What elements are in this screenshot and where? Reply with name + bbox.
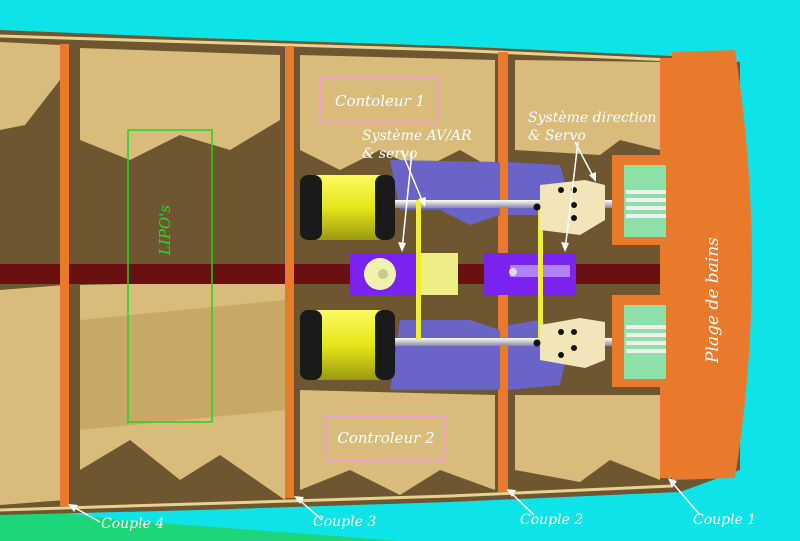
- motor-top: [300, 175, 395, 240]
- jet-nozzle-bottom: [612, 295, 670, 387]
- label-system-direction-2: & Servo: [528, 128, 586, 144]
- swim-platform: [672, 50, 752, 480]
- rudder-bolts: [533, 187, 577, 358]
- hull-rim-bottom: [0, 484, 673, 512]
- label-plage-de-bains: Plage de bains: [703, 237, 723, 364]
- arrow-heads: [68, 172, 677, 512]
- water-edge: [0, 505, 400, 541]
- motor-bottom: [300, 310, 395, 380]
- label-couple-3: Couple 3: [313, 514, 376, 530]
- label-system-avar-2: & servo: [362, 146, 417, 162]
- label-couple-4: Couple 4: [101, 516, 164, 532]
- label-controller-1: Contoleur 1: [335, 92, 425, 110]
- frame-couple-4: [60, 44, 69, 506]
- drive-housing-bottom: [390, 320, 500, 390]
- frame-couple-1: [660, 58, 672, 478]
- rod-avar: [416, 200, 421, 340]
- controller-2-box: [326, 415, 446, 461]
- lipo-box: [127, 129, 213, 423]
- label-system-direction-1: Système direction: [528, 110, 656, 126]
- shaft-top: [395, 200, 635, 208]
- controller-1-box: [319, 77, 439, 123]
- jet-nozzle-top: [612, 155, 670, 245]
- hull-rim-top: [0, 34, 673, 62]
- servo-direction: [484, 253, 576, 295]
- label-system-avar-1: Système AV/AR: [362, 128, 472, 144]
- frame-couple-3: [285, 46, 294, 498]
- rudder-block-bottom: [540, 318, 605, 368]
- shaft-bottom: [395, 338, 635, 346]
- rod-direction: [538, 205, 543, 345]
- label-couple-1: Couple 1: [693, 512, 756, 528]
- servo-avar: [350, 253, 458, 295]
- label-couple-2: Couple 2: [520, 512, 583, 528]
- label-controller-2: Controleur 2: [337, 429, 434, 447]
- label-lipo: LIPO's: [156, 205, 174, 256]
